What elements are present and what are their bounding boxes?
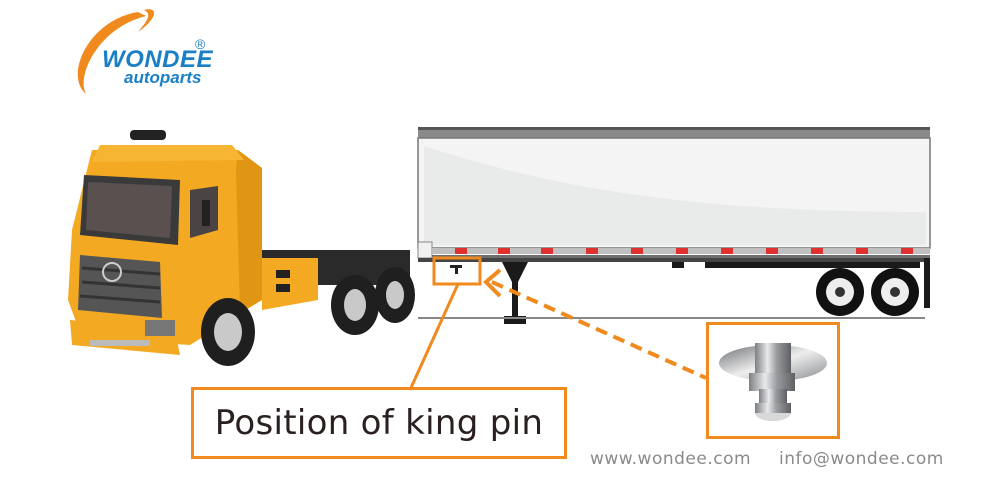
dashed-arrow-line [491,280,707,380]
email-link[interactable]: info@wondee.com [778,449,944,469]
king-pin-position-label: Position of king pin [191,387,567,459]
wondee-logo: WONDEE ® autoparts [68,6,238,98]
king-pin-product-inset [706,322,840,439]
arrow-head-icon [483,268,502,298]
contact-footer: www.wondee.com info@wondee.com [590,449,966,469]
logo-swoosh-icon [77,9,155,94]
logo-brand: WONDEE [102,46,213,73]
king-pin-part-icon [719,343,827,421]
registered-mark: ® [195,36,206,52]
logo-subtitle: autoparts [124,68,202,87]
tractor-icon [68,130,415,366]
trailer-icon [417,127,931,324]
callout-label: Position of king pin [214,403,544,443]
website-link[interactable]: www.wondee.com [590,449,752,469]
callout-connector-line [408,283,460,391]
